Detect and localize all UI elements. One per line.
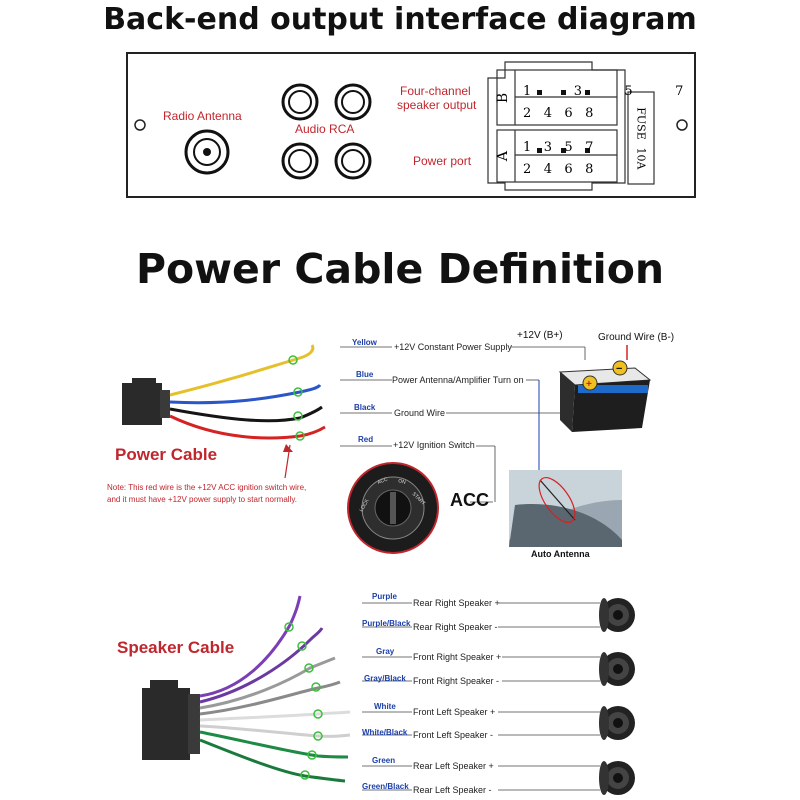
purple-black-wire — [199, 627, 324, 704]
power-wire-desc-1: Power Antenna/Amplifier Turn on — [392, 375, 524, 385]
speaker-wire-color-5: White/Black — [362, 728, 408, 737]
speaker-wire-desc-6: Rear Left Speaker + — [413, 761, 494, 771]
speaker-wire-desc-5: Front Left Speaker - — [413, 730, 494, 740]
speaker-wire-color-0: Purple — [372, 592, 397, 601]
speaker-output-label: speaker output — [397, 98, 477, 112]
power-wire-desc-3: +12V Ignition Switch — [393, 440, 475, 450]
speaker-wire-desc-0: Rear Right Speaker + — [413, 598, 500, 608]
speaker-wire-color-3: Gray/Black — [364, 674, 406, 683]
power-wire-color-3: Red — [358, 435, 374, 444]
speaker-wire-markers — [284, 622, 323, 780]
pins-a-top: 1 3 5 7 — [523, 140, 594, 155]
speaker-wire-desc-2: Front Right Speaker + — [413, 652, 502, 662]
power-wire-color-0: Yellow — [352, 338, 377, 347]
speaker-wire-color-2: Gray — [376, 647, 395, 656]
pins-b-top: 1 3 5 7 — [523, 84, 684, 99]
speaker-leader-lines — [362, 602, 600, 791]
svg-text:−: − — [616, 363, 622, 375]
wire-markers — [288, 355, 305, 441]
yellow-wire — [169, 344, 315, 397]
power-wire-desc-2: Ground Wire — [394, 408, 446, 418]
speaker-wire-color-7: Green/Black — [362, 782, 409, 791]
svg-text:ON: ON — [397, 478, 406, 486]
speaker-cable-label: Speaker Cable — [117, 638, 235, 657]
blue-wire — [169, 383, 322, 405]
battery-ground-label: Ground Wire (B-) — [598, 332, 675, 343]
speaker-icon-rear-right — [599, 598, 635, 632]
speaker-wire-desc-1: Rear Right Speaker - — [413, 622, 498, 632]
four-channel-label: Four-channel — [400, 84, 471, 98]
speaker-wire-color-4: White — [374, 702, 396, 711]
power-connector — [122, 383, 162, 425]
white-black-wire — [199, 724, 351, 738]
pins-a-bottom: 2 4 6 8 — [523, 162, 594, 177]
green-wire — [199, 730, 349, 759]
radio-antenna-label: Radio Antenna — [163, 109, 242, 123]
speaker-wire-desc-7: Rear Left Speaker - — [413, 785, 492, 795]
power-cable-definition-title: Power Cable Definition — [135, 245, 665, 293]
speaker-icon-front-left — [599, 706, 635, 740]
white-wire — [199, 710, 351, 722]
purple-wire — [199, 595, 302, 698]
pins-b-bottom: 2 4 6 8 — [523, 106, 594, 121]
mount-hole-left — [134, 119, 146, 131]
power-port-label: Power port — [413, 154, 472, 168]
auto-antenna-label: Auto Antenna — [531, 549, 590, 559]
acc-label: ACC — [450, 490, 489, 510]
power-leader-lines — [340, 346, 392, 447]
power-wire-color-2: Black — [354, 403, 376, 412]
ignition-switch-icon: LOCK ACC ON START — [347, 462, 439, 554]
iso-connector — [487, 61, 655, 191]
speaker-icon-rear-left — [599, 761, 635, 795]
rca-jacks — [281, 83, 372, 180]
red-wire-note-line1: Note: This red wire is the +12V ACC igni… — [107, 483, 307, 492]
speaker-wire-desc-3: Front Right Speaker - — [413, 676, 500, 686]
red-wire — [169, 414, 326, 440]
red-wire-note-line2: and it must have +12V power supply to st… — [107, 495, 297, 504]
interface-title: Back-end output interface diagram — [103, 2, 697, 37]
speaker-wire-desc-4: Front Left Speaker + — [413, 707, 496, 717]
gray-black-wire — [199, 680, 341, 716]
back-panel — [126, 52, 696, 198]
gray-wire — [199, 656, 336, 710]
speaker-wire-color-6: Green — [372, 756, 396, 765]
audio-rca-label: Audio RCA — [295, 122, 355, 136]
svg-text:ACC: ACC — [377, 476, 389, 485]
antenna-jack — [184, 129, 230, 175]
power-wire-desc-0: +12V Constant Power Supply — [394, 342, 512, 352]
svg-text:+: + — [586, 379, 592, 390]
mount-hole-right — [676, 119, 688, 131]
battery-icon: + − — [558, 345, 652, 432]
speaker-icon-front-right — [599, 652, 635, 686]
power-wire-color-1: Blue — [356, 370, 374, 379]
pin-markers — [537, 90, 590, 153]
speaker-wire-color-1: Purple/Black — [362, 619, 411, 628]
black-wire — [169, 405, 323, 423]
power-cable-label: Power Cable — [115, 445, 218, 464]
battery-positive-label: +12V (B+) — [517, 330, 563, 341]
speaker-connector — [142, 688, 190, 760]
